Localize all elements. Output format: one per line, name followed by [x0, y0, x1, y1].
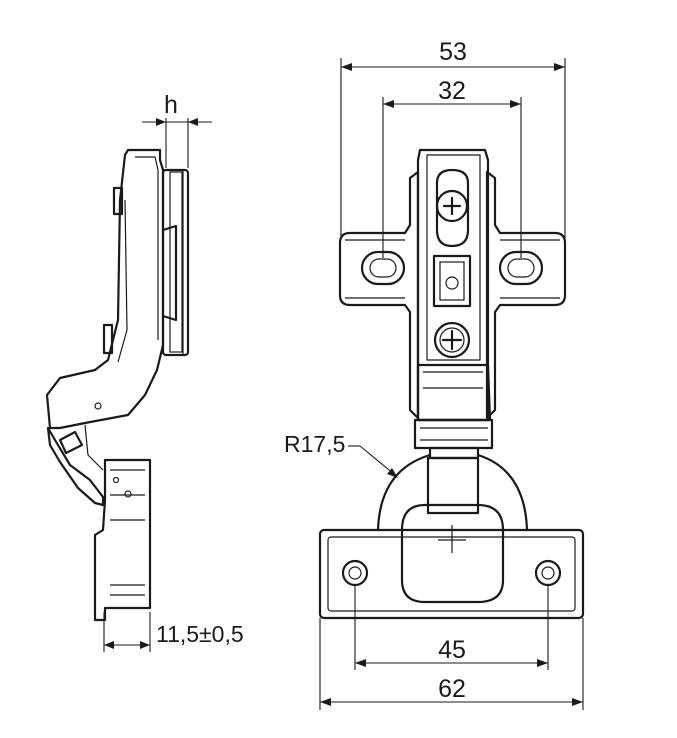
side-view — [45, 148, 190, 622]
dim-45-label: 45 — [438, 636, 466, 664]
front-view — [318, 148, 585, 620]
dim-depth-label: 11,5±0,5 — [156, 621, 244, 647]
dimension-depth: 11,5±0,5 — [103, 612, 244, 652]
dimension-radius: R17,5 — [284, 431, 398, 478]
dim-62-label: 62 — [438, 675, 466, 703]
dimension-45: 45 — [354, 585, 549, 670]
dimension-32: 32 — [382, 77, 522, 258]
dimension-62: 62 — [319, 618, 584, 710]
dimension-53: 53 — [340, 38, 566, 238]
dim-32-label: 32 — [438, 77, 466, 105]
dim-h-label: h — [164, 91, 178, 119]
dim-radius-label: R17,5 — [284, 431, 345, 457]
dim-53-label: 53 — [439, 38, 467, 66]
dimension-h: h — [142, 91, 212, 168]
